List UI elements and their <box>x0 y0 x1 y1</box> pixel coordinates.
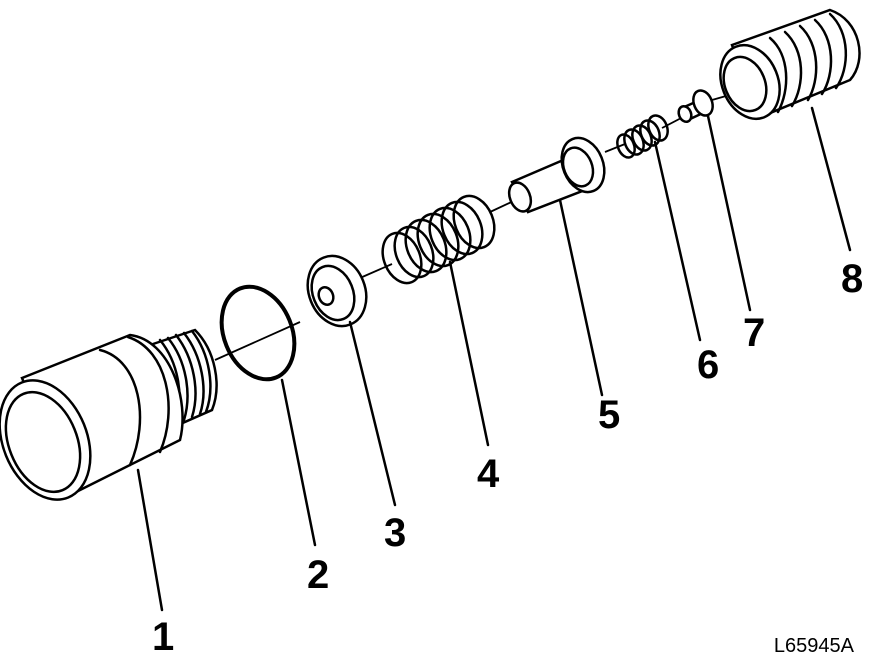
part-label-4: 4 <box>477 452 500 496</box>
part-3-washer <box>306 254 397 507</box>
part-1-plug <box>0 328 218 612</box>
part-2-o-ring <box>219 284 317 547</box>
part-label-5: 5 <box>598 393 620 437</box>
part-7-poppet <box>677 89 752 312</box>
part-6-small-spring <box>616 114 702 342</box>
part-label-7: 7 <box>743 311 765 355</box>
part-label-8: 8 <box>841 257 863 301</box>
figure-reference-code: L65945A <box>773 635 854 657</box>
assembly-axis <box>214 91 741 361</box>
part-4-spring <box>381 194 496 447</box>
part-8-cap <box>719 8 861 252</box>
part-label-3: 3 <box>384 511 406 555</box>
part-label-2: 2 <box>307 553 329 597</box>
part-label-1: 1 <box>152 615 174 659</box>
part-5-spool <box>507 136 606 397</box>
part-label-6: 6 <box>697 343 719 387</box>
